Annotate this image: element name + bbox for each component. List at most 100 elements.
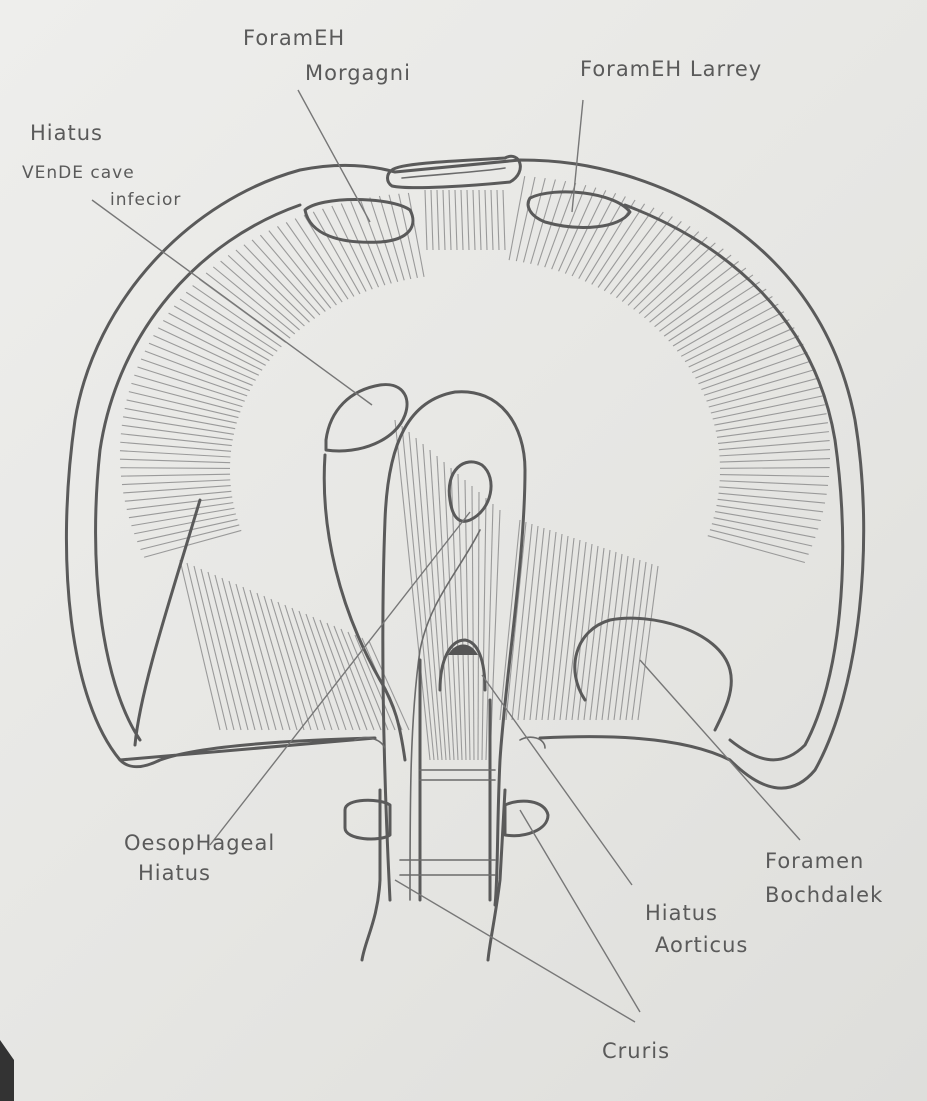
hatch-stroke (716, 505, 820, 520)
hatch-stroke (614, 558, 634, 720)
hatch-stroke (497, 190, 499, 250)
hatch-stroke (530, 530, 550, 720)
hatch-stroke (720, 475, 829, 477)
hatch-stroke (715, 512, 818, 529)
hatch-stroke (717, 423, 828, 438)
hatch-stroke (425, 190, 427, 250)
hatch-stroke (596, 552, 616, 720)
hatch-stroke (579, 197, 626, 279)
hatch-stroke (341, 204, 378, 288)
hatch-stroke (554, 538, 574, 720)
label-bochdalek-line1: Foramen (765, 849, 864, 873)
label-oesophageal-line2: Hiatus (138, 861, 211, 885)
hatch-stroke (323, 209, 367, 292)
hatch-stroke (503, 190, 505, 250)
hatch-stroke (709, 378, 818, 407)
hatch-stroke (123, 486, 230, 493)
hatch-stroke (524, 528, 544, 720)
hatch-stroke (443, 190, 445, 250)
hatch-stroke (122, 425, 233, 440)
label-hiatus-line2: VEnDE cave (22, 163, 135, 183)
hatch-stroke (134, 375, 242, 406)
hatch-stroke (408, 193, 424, 277)
label-hiatus-aorticus: Hiatus Aorticus (645, 901, 748, 957)
hatch-stroke (716, 414, 827, 431)
hatch-stroke (719, 487, 826, 494)
hatch-stroke (122, 480, 230, 485)
hiatus-vena-cava (326, 385, 407, 451)
hatch-stroke (244, 245, 315, 319)
hatch-stroke (536, 532, 556, 720)
hatch-stroke (585, 200, 635, 281)
label-hiatus-line3: infecior (110, 190, 181, 210)
hatch-stroke (701, 353, 807, 390)
hatch-stroke (125, 491, 232, 501)
hatch-stroke (719, 450, 830, 456)
hatch-stroke (565, 190, 605, 273)
hatch-stroke (467, 190, 469, 250)
hatch-stroke (186, 292, 277, 351)
hatch-stroke (423, 444, 446, 760)
hatch-stroke (602, 554, 622, 720)
hatch-stroke (704, 361, 811, 395)
hatch-stroke (332, 206, 372, 289)
label-hiatus-vena-cava: Hiatus VEnDE cave infecior (22, 121, 181, 210)
hatch-stroke (708, 536, 805, 563)
hatch-stroke (193, 286, 282, 347)
hatch-stroke (491, 190, 493, 250)
hatch-stroke (548, 536, 568, 720)
hatch-stroke (458, 474, 466, 760)
hatch-stroke (506, 522, 526, 720)
hatch-stroke (509, 176, 525, 260)
hatch-stroke (431, 190, 433, 250)
hatch-stroke (187, 563, 227, 730)
foramen-larrey (528, 192, 630, 228)
hatch-stroke (620, 560, 640, 720)
hatch-stroke (626, 562, 646, 720)
hatch-stroke (127, 497, 232, 509)
hatch-stroke (121, 474, 230, 476)
hatch-stroke (206, 273, 290, 338)
hatch-stroke (572, 193, 616, 276)
label-foramen-larrey: ForamEH Larrey (580, 57, 762, 81)
hatch-stroke (236, 250, 310, 322)
hatch-stroke (485, 190, 487, 250)
hatch-stroke (644, 249, 723, 318)
hatch-stroke (590, 550, 610, 720)
hatch-stroke (430, 450, 450, 760)
hatch-stroke (560, 540, 580, 720)
hatch-stroke (720, 459, 830, 462)
hatch-stroke (500, 520, 520, 720)
hatch-stroke (516, 177, 535, 261)
hatch-stroke (228, 255, 304, 326)
label-morgagni-line2: Morgagni (305, 61, 411, 85)
hatch-stroke (252, 240, 320, 315)
hatch-stroke (437, 190, 439, 250)
label-morgagni-line1: ForamEH (243, 26, 345, 50)
hatch-stroke (566, 542, 586, 720)
hatch-stroke (638, 566, 658, 720)
muscle-fiber-hatching (120, 176, 830, 760)
label-foramen-morgagni: ForamEH Morgagni (243, 26, 411, 85)
label-oesophageal-line1: OesopHageal (124, 831, 275, 855)
hatch-stroke (542, 534, 562, 720)
hatch-stroke (449, 190, 451, 250)
diaphragm-outer-outline (66, 160, 863, 788)
hatch-stroke (608, 556, 628, 720)
hatch-stroke (455, 190, 457, 250)
hatch-stroke (129, 503, 233, 518)
table-corner (0, 1040, 14, 1101)
label-foramen-bochdalek: Foramen Bochdalek (765, 849, 883, 907)
hatch-stroke (632, 564, 652, 720)
hatch-stroke (144, 530, 241, 557)
label-cruris: Cruris (602, 1039, 670, 1063)
hatch-stroke (482, 498, 486, 760)
label-aorticus-line2: Aorticus (655, 933, 748, 957)
hatch-stroke (138, 367, 245, 401)
hatch-stroke (221, 261, 300, 330)
hatch-stroke (180, 560, 220, 730)
hatch-stroke (461, 190, 463, 250)
hatch-stroke (120, 459, 230, 462)
hatch-stroke (473, 190, 475, 250)
